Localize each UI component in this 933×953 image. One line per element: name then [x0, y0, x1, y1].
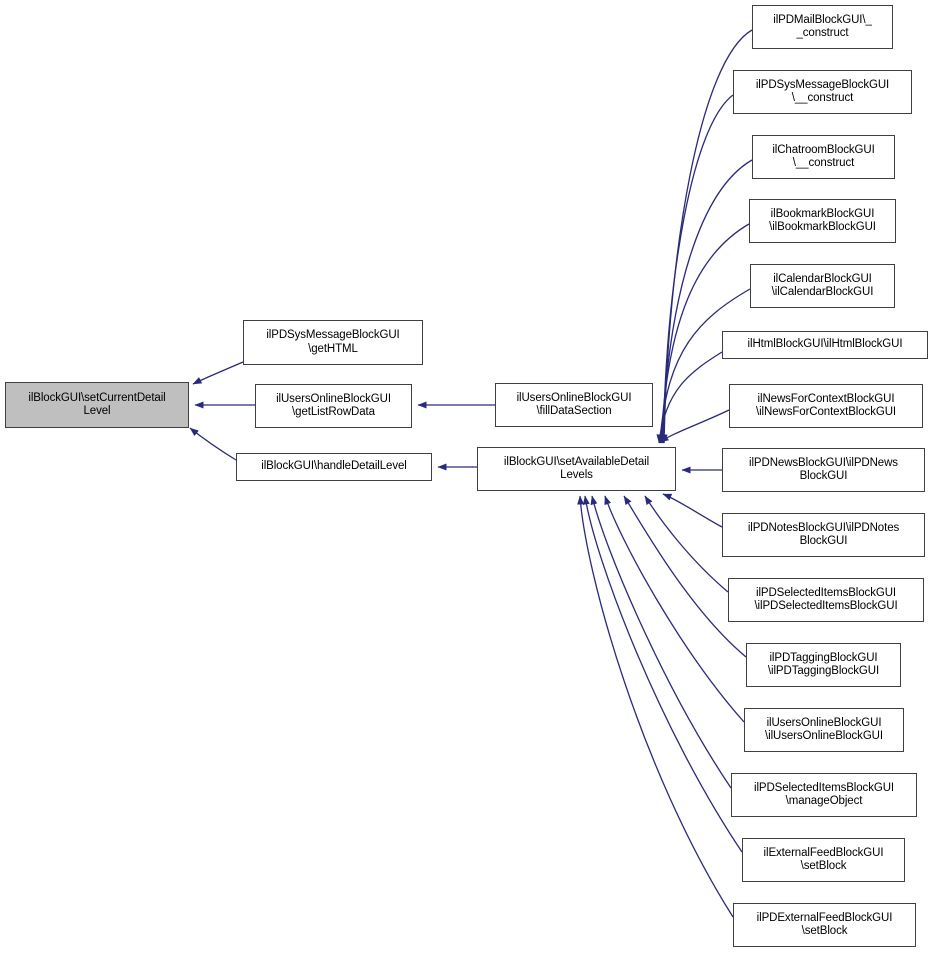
graph-node-ilPDTaggingBlockGUI[interactable]: ilPDTaggingBlockGUI \ilPDTaggingBlockGUI [746, 643, 901, 687]
graph-node-fillDataSection[interactable]: ilUsersOnlineBlockGUI \fillDataSection [495, 383, 653, 427]
graph-node-ilUsersOnlineBlockGUI[interactable]: ilUsersOnlineBlockGUI \ilUsersOnlineBloc… [744, 708, 904, 752]
graph-node-label: ilNewsForContextBlockGUI \ilNewsForConte… [755, 392, 896, 419]
graph-node-ilBookmarkBlockGUI[interactable]: ilBookmarkBlockGUI \ilBookmarkBlockGUI [749, 199, 896, 243]
graph-node-label: ilPDNewsBlockGUI\ilPDNews BlockGUI [749, 456, 898, 483]
graph-node-label: ilPDExternalFeedBlockGUI \setBlock [756, 911, 893, 938]
graph-node-ilPDSelectedItemsBlockGUI[interactable]: ilPDSelectedItemsBlockGUI \ilPDSelectedI… [728, 578, 924, 622]
graph-node-ilHtmlBlockGUI[interactable]: ilHtmlBlockGUI\ilHtmlBlockGUI [722, 331, 928, 359]
graph-edge-ilPDExternalFeedBlockGUI_setBlock-to-setAvailableDetailLevels [577, 495, 734, 918]
graph-node-ilPDMailBlockGUI__construct[interactable]: ilPDMailBlockGUI\_ _construct [752, 5, 893, 49]
graph-node-ilPDNewsBlockGUI[interactable]: ilPDNewsBlockGUI\ilPDNews BlockGUI [722, 448, 925, 492]
graph-node-label: ilBookmarkBlockGUI \ilBookmarkBlockGUI [769, 207, 876, 234]
graph-node-label: ilPDNotesBlockGUI\ilPDNotes BlockGUI [747, 521, 900, 548]
graph-node-label: ilPDTaggingBlockGUI \ilPDTaggingBlockGUI [767, 651, 880, 678]
graph-node-ilPDExternalFeedBlockGUI_setBlock[interactable]: ilPDExternalFeedBlockGUI \setBlock [733, 903, 916, 947]
graph-node-ilChatroomBlockGUI__construct[interactable]: ilChatroomBlockGUI \__construct [752, 135, 895, 179]
graph-node-ilExternalFeedBlockGUI_setBlock[interactable]: ilExternalFeedBlockGUI \setBlock [742, 838, 905, 882]
graph-node-label: ilExternalFeedBlockGUI \setBlock [763, 846, 884, 873]
graph-node-label: ilChatroomBlockGUI \__construct [772, 143, 875, 170]
graph-node-ilPDSysMessageBlockGUI__construct[interactable]: ilPDSysMessageBlockGUI \__construct [733, 70, 912, 114]
graph-node-label: ilHtmlBlockGUI\ilHtmlBlockGUI [747, 338, 903, 351]
graph-edge-ilPDNotesBlockGUI-to-setAvailableDetailLevels [662, 493, 723, 528]
graph-edge-handleDetailLevel-to-setCurrentDetailLevel [189, 427, 237, 461]
graph-node-label: ilPDSelectedItemsBlockGUI \manageObject [753, 781, 895, 808]
graph-edge-getHTML-to-setCurrentDetailLevel [192, 361, 244, 385]
graph-node-label: ilPDMailBlockGUI\_ _construct [773, 13, 872, 40]
graph-node-setCurrentDetailLevel[interactable]: ilBlockGUI\setCurrentDetail Level [5, 382, 189, 428]
graph-node-setAvailableDetailLevels[interactable]: ilBlockGUI\setAvailableDetail Levels [477, 447, 676, 491]
graph-edge-ilPDSelectedItemsBlockGUI-to-setAvailableDetailLevels [644, 495, 729, 593]
graph-node-getListRowData[interactable]: ilUsersOnlineBlockGUI \getListRowData [255, 384, 412, 428]
graph-node-label: ilBlockGUI\handleDetailLevel [261, 460, 407, 473]
graph-node-label: ilPDSelectedItemsBlockGUI \ilPDSelectedI… [754, 586, 898, 613]
graph-node-ilPDNotesBlockGUI[interactable]: ilPDNotesBlockGUI\ilPDNotes BlockGUI [722, 513, 925, 557]
graph-node-label: ilUsersOnlineBlockGUI \ilUsersOnlineBloc… [765, 716, 883, 743]
graph-node-label: ilUsersOnlineBlockGUI \getListRowData [276, 392, 391, 419]
graph-node-label: ilBlockGUI\setCurrentDetail Level [28, 391, 166, 418]
graph-node-ilCalendarBlockGUI[interactable]: ilCalendarBlockGUI \ilCalendarBlockGUI [750, 264, 895, 308]
graph-node-label: ilPDSysMessageBlockGUI \__construct [755, 78, 890, 105]
graph-node-getHTML[interactable]: ilPDSysMessageBlockGUI \getHTML [243, 320, 423, 365]
graph-node-handleDetailLevel[interactable]: ilBlockGUI\handleDetailLevel [236, 453, 432, 481]
graph-edge-manageObject-to-setAvailableDetailLevels [590, 495, 732, 789]
graph-node-label: ilBlockGUI\setAvailableDetail Levels [503, 455, 650, 482]
graph-edge-ilPDSysMessageBlockGUI__construct-to-setAvailableDetailLevels [659, 94, 734, 444]
graph-node-label: ilUsersOnlineBlockGUI \fillDataSection [516, 391, 632, 418]
graph-edge-ilExternalFeedBlockGUI_setBlock-to-setAvailableDetailLevels [582, 495, 743, 853]
graph-edge-ilNewsForContextBlockGUI-to-setAvailableDetailLevels [659, 409, 730, 443]
graph-node-label: ilCalendarBlockGUI \ilCalendarBlockGUI [771, 272, 874, 299]
graph-node-label: ilPDSysMessageBlockGUI \getHTML [266, 329, 400, 355]
graph-edge-ilHtmlBlockGUI-to-setAvailableDetailLevels [656, 351, 723, 444]
graph-node-ilNewsForContextBlockGUI[interactable]: ilNewsForContextBlockGUI \ilNewsForConte… [729, 384, 923, 428]
graph-node-manageObject[interactable]: ilPDSelectedItemsBlockGUI \manageObject [731, 773, 917, 817]
